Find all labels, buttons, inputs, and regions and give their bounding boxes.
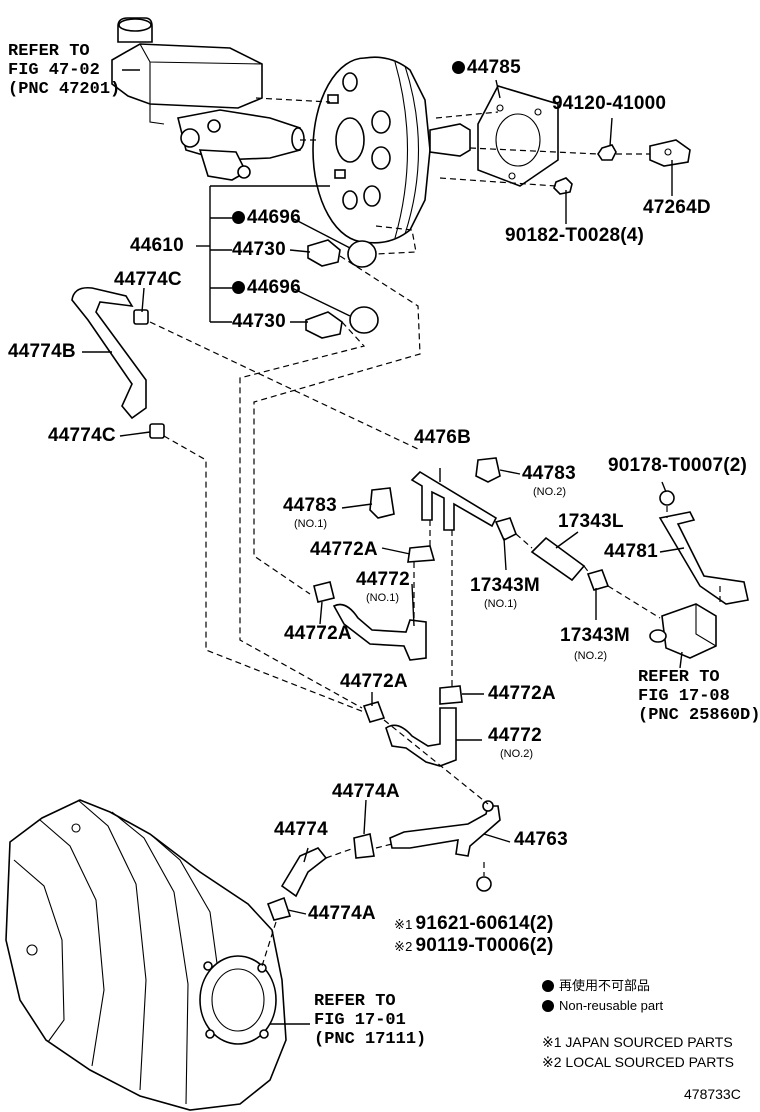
part-label-44774a-b: 44774A bbox=[308, 903, 376, 924]
part-label-44730-a: 44730 bbox=[232, 239, 286, 260]
hose-17343l-drawing bbox=[530, 536, 586, 582]
cap-44772a-top-drawing bbox=[407, 545, 436, 563]
cap-44772a-left-drawing bbox=[313, 581, 335, 603]
part-label-44774: 44774 bbox=[274, 819, 328, 840]
part-label-90182-t0028: 90182-T0028(4) bbox=[505, 225, 645, 246]
part-label-17343l: 17343L bbox=[558, 511, 624, 532]
part-label-44772-no1: 44772 bbox=[356, 569, 410, 590]
bracket-44781-drawing bbox=[658, 511, 749, 605]
refer-vsv-text: REFER TO FIG 17-08 (PNC 25860D) bbox=[638, 668, 760, 725]
leader-lines bbox=[82, 69, 685, 1025]
part-label-44772a-c: 44772A bbox=[340, 671, 408, 692]
part-sublabel-44772-no1: (NO.1) bbox=[366, 592, 399, 604]
hose-44772-no2-drawing bbox=[385, 707, 457, 767]
part-label-44772-no2: 44772 bbox=[488, 725, 542, 746]
part-label-44763: 44763 bbox=[514, 829, 568, 850]
refer-throttle-body-text: REFER TO FIG 17-01 (PNC 17111) bbox=[314, 992, 427, 1049]
intake-manifold-drawing bbox=[5, 799, 287, 1111]
part-label-44774b: 44774B bbox=[8, 341, 76, 362]
part-label-4476b: 4476B bbox=[414, 427, 471, 448]
part-label-44772a-d: 44772A bbox=[488, 683, 556, 704]
part-label-44783-no2: 44783 bbox=[522, 463, 576, 484]
legend-note-local-sourced: ※2 LOCAL SOURCED PARTS bbox=[542, 1054, 734, 1070]
part-label-90178-t0007: 90178-T0007(2) bbox=[608, 455, 748, 476]
part-label-44696-b: 44696 bbox=[232, 278, 301, 298]
part-label-44781: 44781 bbox=[604, 541, 658, 562]
tee-joint-drawing bbox=[410, 470, 498, 531]
part-sublabel-44783-no2: (NO.2) bbox=[533, 486, 566, 498]
vsv-drawing bbox=[661, 603, 717, 659]
non-reusable-dot-icon bbox=[452, 61, 465, 74]
non-reusable-dot-icon bbox=[232, 281, 245, 294]
hose-44774b-drawing bbox=[71, 286, 147, 420]
part-label-44610: 44610 bbox=[130, 235, 184, 256]
hose-44774-drawing bbox=[280, 847, 328, 898]
part-label-44772a-b: 44772A bbox=[284, 623, 352, 644]
check-valve-drawing bbox=[305, 239, 379, 339]
clamp-17343m-no1-drawing bbox=[494, 517, 518, 542]
clamp-17343m-no2-drawing bbox=[586, 569, 610, 591]
part-label-17343m-no2: 17343M bbox=[560, 625, 630, 646]
legend-non-reusable-en: Non-reusable part bbox=[542, 998, 663, 1014]
clip-no1-drawing bbox=[369, 487, 395, 519]
part-label-94120-41000: 94120-41000 bbox=[552, 93, 667, 114]
refer-master-cylinder-text: REFER TO FIG 47-02 (PNC 47201) bbox=[8, 42, 121, 99]
brake-booster-drawing bbox=[312, 56, 471, 244]
nut-90182-drawing bbox=[553, 177, 573, 195]
legend-non-reusable-jp: 再使用不可部品 bbox=[542, 978, 650, 994]
clamp-44774a-top-drawing bbox=[353, 833, 375, 859]
part-label-44772a-a: 44772A bbox=[310, 539, 378, 560]
legend-note-japan-sourced: ※1 JAPAN SOURCED PARTS bbox=[542, 1034, 733, 1050]
master-cylinder-drawing bbox=[111, 17, 305, 181]
part-sublabel-44772-no2: (NO.2) bbox=[500, 748, 533, 760]
part-label-47264d: 47264D bbox=[643, 197, 711, 218]
non-reusable-dot-icon bbox=[542, 980, 554, 992]
hose-44772-no1-drawing bbox=[332, 603, 427, 661]
non-reusable-dot-icon bbox=[542, 1000, 554, 1012]
gasket-drawing bbox=[477, 85, 559, 187]
cap-44772a-d-drawing bbox=[439, 685, 463, 705]
part-sublabel-17343m-no2: (NO.2) bbox=[574, 650, 607, 662]
part-label-17343m-no1: 17343M bbox=[470, 575, 540, 596]
part-label-44774c-b: 44774C bbox=[48, 425, 116, 446]
part-label-44774a-a: 44774A bbox=[332, 781, 400, 802]
clip-no2-drawing bbox=[475, 457, 501, 483]
pipe-44763-drawing bbox=[389, 805, 501, 857]
part-label-44696-a: 44696 bbox=[232, 208, 301, 228]
part-sublabel-44783-no1: (NO.1) bbox=[294, 518, 327, 530]
cap-44772a-c-drawing bbox=[362, 701, 386, 723]
part-label-44783-no1: 44783 bbox=[283, 495, 337, 516]
part-label-44730-b: 44730 bbox=[232, 311, 286, 332]
bolt-90178-drawing bbox=[659, 490, 675, 506]
bolt-44763-drawing bbox=[476, 876, 492, 892]
nut-drawing bbox=[597, 144, 617, 161]
part-sublabel-17343m-no1: (NO.1) bbox=[484, 598, 517, 610]
clamp-44774a-bottom-drawing bbox=[266, 896, 292, 921]
dashed-connection-lines bbox=[149, 97, 721, 967]
part-label-44785: 44785 bbox=[452, 58, 521, 78]
bracket-47264d-drawing bbox=[649, 139, 691, 167]
figure-id: 478733C bbox=[684, 1086, 741, 1102]
non-reusable-dot-icon bbox=[232, 211, 245, 224]
part-label-44774c-a: 44774C bbox=[114, 269, 182, 290]
